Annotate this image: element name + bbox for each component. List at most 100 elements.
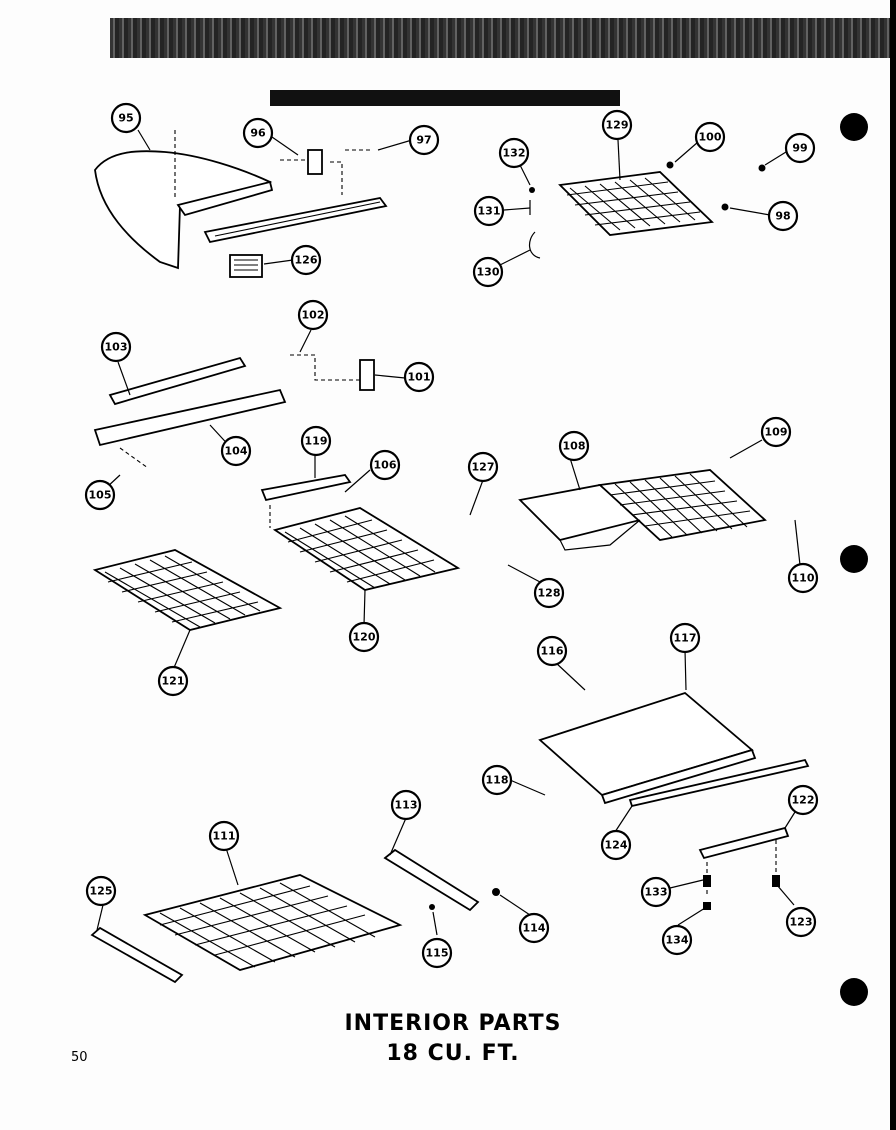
part-98-100-drawing <box>666 161 766 211</box>
svg-text:117: 117 <box>674 632 697 645</box>
svg-text:133: 133 <box>645 886 668 899</box>
callout-126: 126 <box>290 244 322 276</box>
callout-110: 110 <box>787 562 819 594</box>
part-96-97-drawing <box>203 149 388 244</box>
part-129-drawing <box>558 171 714 236</box>
callout-123: 123 <box>785 906 817 938</box>
callout-98: 98 <box>767 200 799 232</box>
svg-text:129: 129 <box>606 119 629 132</box>
svg-text:100: 100 <box>699 131 722 144</box>
svg-text:99: 99 <box>792 142 807 155</box>
callout-97: 97 <box>408 124 440 156</box>
part-121-drawing <box>92 549 283 631</box>
svg-text:103: 103 <box>105 341 128 354</box>
callout-114: 114 <box>518 912 550 944</box>
callout-119: 119 <box>300 425 332 457</box>
svg-text:132: 132 <box>503 147 526 160</box>
svg-text:95: 95 <box>118 112 133 125</box>
svg-text:110: 110 <box>792 572 815 585</box>
part-111-drawing <box>142 874 403 971</box>
callout-117: 117 <box>669 622 701 654</box>
callout-115: 115 <box>421 937 453 969</box>
part-130-132-drawing <box>529 187 541 259</box>
svg-text:108: 108 <box>563 440 586 453</box>
part-108-drawing <box>518 469 767 551</box>
svg-text:101: 101 <box>408 371 431 384</box>
callout-128: 128 <box>533 577 565 609</box>
svg-text:98: 98 <box>775 210 790 223</box>
callout-113: 113 <box>390 789 422 821</box>
svg-text:124: 124 <box>605 839 628 852</box>
svg-text:106: 106 <box>374 459 397 472</box>
callout-103: 103 <box>100 331 132 363</box>
svg-text:104: 104 <box>225 445 248 458</box>
svg-text:121: 121 <box>162 675 185 688</box>
svg-text:111: 111 <box>213 830 236 843</box>
binder-hole-top <box>840 113 868 141</box>
callout-121: 121 <box>157 665 189 697</box>
callout-133: 133 <box>640 876 672 908</box>
leader-lines <box>96 129 801 936</box>
svg-text:96: 96 <box>250 127 266 140</box>
callout-118: 118 <box>481 764 513 796</box>
svg-text:102: 102 <box>302 309 325 322</box>
callout-130: 130 <box>472 256 504 288</box>
scan-artifact-band <box>110 18 890 58</box>
callout-108: 108 <box>558 430 590 462</box>
callout-95: 95 <box>110 102 142 134</box>
svg-text:114: 114 <box>523 922 546 935</box>
svg-text:131: 131 <box>478 205 501 218</box>
callout-99: 99 <box>784 132 816 164</box>
svg-text:127: 127 <box>472 461 495 474</box>
callout-127: 127 <box>467 451 499 483</box>
diagram-title-line2: 18 CU. FT. <box>386 1041 520 1066</box>
callout-134: 134 <box>661 924 693 956</box>
callout-109: 109 <box>760 416 792 448</box>
part-113-125-drawing <box>90 848 500 984</box>
callout-105: 105 <box>84 479 116 511</box>
callout-122: 122 <box>787 784 819 816</box>
callout-124: 124 <box>600 829 632 861</box>
svg-text:122: 122 <box>792 794 815 807</box>
part-119-120-drawing <box>260 474 461 591</box>
binder-hole-bottom <box>840 978 868 1006</box>
svg-text:97: 97 <box>416 134 431 147</box>
svg-text:130: 130 <box>477 266 500 279</box>
callout-111: 111 <box>208 820 240 852</box>
callout-100: 100 <box>694 121 726 153</box>
part-126-drawing <box>229 254 263 278</box>
page-edge <box>890 0 896 1130</box>
diagram-title-line1: INTERIOR PARTS <box>344 1011 562 1036</box>
callout-125: 125 <box>85 875 117 907</box>
svg-text:118: 118 <box>486 774 509 787</box>
callout-132: 132 <box>498 137 530 169</box>
callout-102: 102 <box>297 299 329 331</box>
scan-artifact-band-lower <box>270 90 620 106</box>
svg-text:120: 120 <box>353 631 376 644</box>
svg-text:119: 119 <box>305 435 328 448</box>
svg-text:116: 116 <box>541 645 564 658</box>
svg-text:134: 134 <box>666 934 689 947</box>
callout-120: 120 <box>348 621 380 653</box>
svg-text:126: 126 <box>295 254 318 267</box>
svg-text:105: 105 <box>89 489 112 502</box>
part-122-123-133-134-drawing <box>698 826 790 910</box>
callout-96: 96 <box>242 117 274 149</box>
callout-104: 104 <box>220 435 252 467</box>
part-95-drawing <box>94 130 274 270</box>
callout-129: 129 <box>601 109 633 141</box>
svg-text:113: 113 <box>395 799 418 812</box>
callout-101: 101 <box>403 361 435 393</box>
svg-text:123: 123 <box>790 916 813 929</box>
callout-116: 116 <box>536 635 568 667</box>
part-103-104-drawing <box>93 354 375 469</box>
binder-hole-middle <box>840 545 868 573</box>
svg-text:115: 115 <box>426 947 449 960</box>
page-number: 50 <box>71 1050 88 1065</box>
svg-text:128: 128 <box>538 587 561 600</box>
svg-text:109: 109 <box>765 426 788 439</box>
callout-131: 131 <box>473 195 505 227</box>
svg-text:125: 125 <box>90 885 113 898</box>
